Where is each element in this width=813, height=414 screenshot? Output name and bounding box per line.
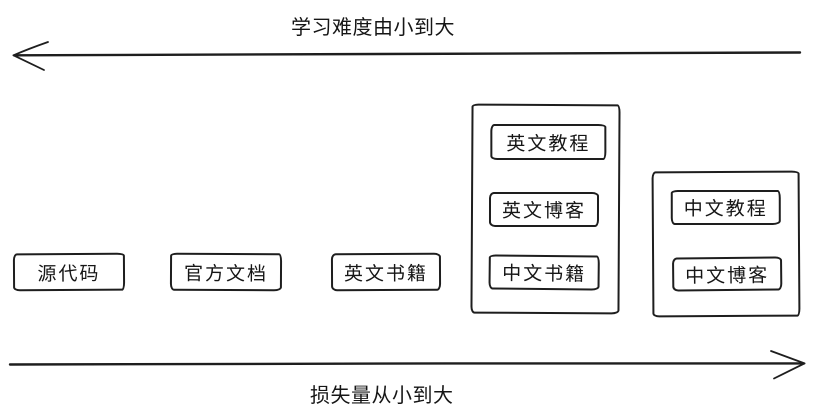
box-english-blogs-label: 英文博客 <box>501 199 587 223</box>
box-english-books: 英文书籍 <box>330 252 442 292</box>
box-chinese-books-label: 中文书籍 <box>502 262 587 286</box>
box-source-code-label: 源代码 <box>37 262 101 285</box>
box-chinese-blogs: 中文博客 <box>672 256 783 292</box>
top-axis-label: 学习难度由小到大 <box>291 15 455 39</box>
group-chinese-resources: 中文教程 中文博客 <box>651 170 801 318</box>
box-source-code: 源代码 <box>12 252 126 292</box>
left-arrow <box>12 41 802 71</box>
group-english-resources: 英文教程 英文博客 中文书籍 <box>470 103 621 315</box>
box-official-docs-label: 官方文档 <box>183 262 269 285</box>
box-english-books-label: 英文书籍 <box>343 262 429 285</box>
box-english-tutorials-label: 英文教程 <box>506 132 591 155</box>
bottom-axis-label: 损失量从小到大 <box>310 383 454 407</box>
box-chinese-tutorials-label: 中文教程 <box>683 197 768 221</box>
right-arrow <box>8 350 806 380</box>
box-official-docs: 官方文档 <box>169 252 283 292</box>
box-english-tutorials: 英文教程 <box>490 123 607 161</box>
box-english-blogs: 英文博客 <box>488 191 600 228</box>
box-chinese-blogs-label: 中文博客 <box>685 264 770 287</box>
box-chinese-tutorials: 中文教程 <box>670 189 781 226</box>
box-chinese-books: 中文书籍 <box>488 254 600 291</box>
